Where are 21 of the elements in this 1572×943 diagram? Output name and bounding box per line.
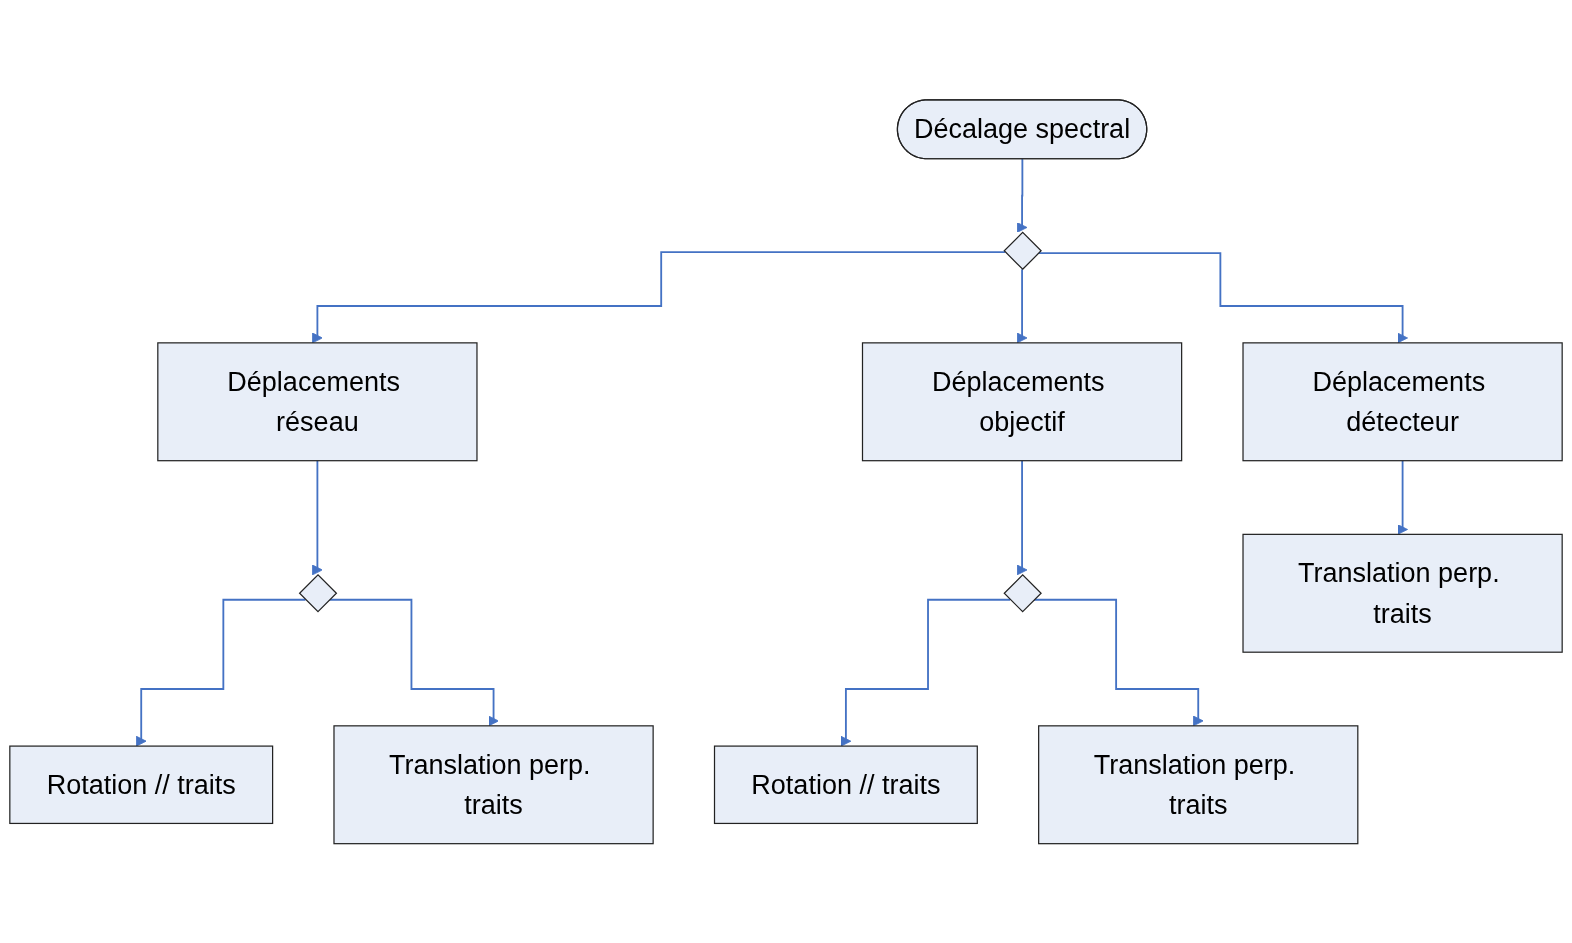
arrow xyxy=(135,598,307,747)
node-box: Déplacements objectif xyxy=(861,342,1183,462)
node-box: Translation perp. traits xyxy=(1242,533,1563,653)
arrow xyxy=(312,250,1006,344)
arrow xyxy=(1033,598,1204,727)
arrow xyxy=(312,459,323,576)
node-box: Rotation // traits xyxy=(713,745,978,824)
node-box: Déplacements détecteur xyxy=(1242,342,1563,462)
node-diamond xyxy=(298,573,338,613)
node-box: Déplacements réseau xyxy=(157,342,478,462)
arrow xyxy=(1016,158,1028,233)
node-box: Translation perp. traits xyxy=(333,724,654,845)
arrow xyxy=(1016,268,1028,344)
node-box: Rotation // traits xyxy=(9,745,274,824)
arrow xyxy=(328,598,499,727)
node-diamond xyxy=(1003,573,1042,613)
arrow xyxy=(1016,459,1028,576)
arrow xyxy=(1397,459,1408,535)
node-diamond xyxy=(1003,231,1042,270)
arrow xyxy=(840,598,1012,747)
node-box: Translation perp. traits xyxy=(1038,724,1359,845)
